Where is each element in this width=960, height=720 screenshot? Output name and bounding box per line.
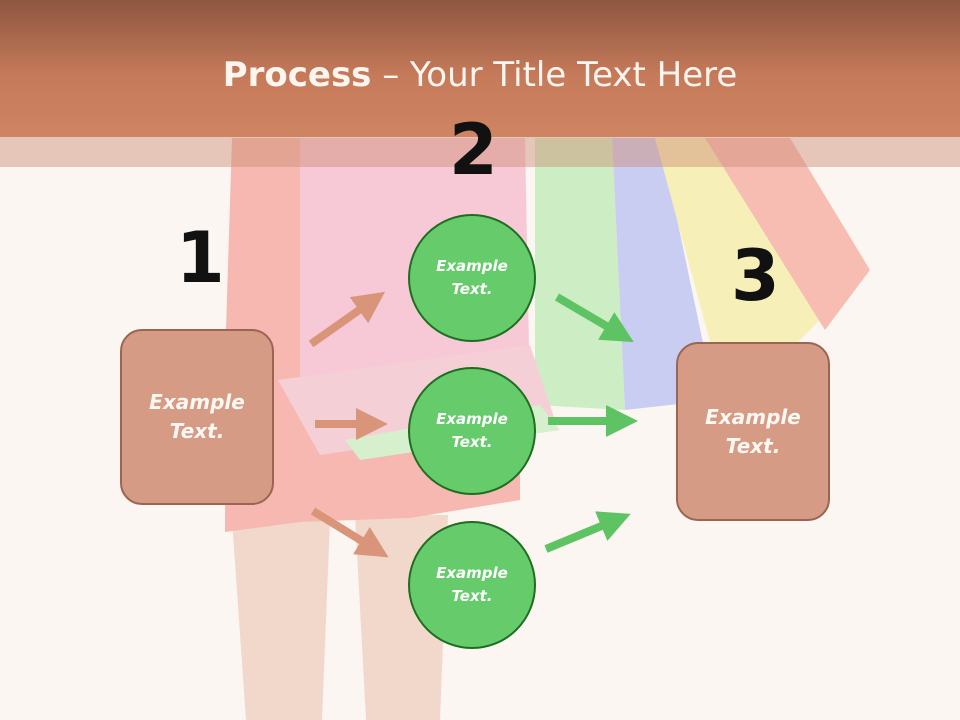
arrow-right-top bbox=[554, 293, 634, 343]
arrow-right-bottom bbox=[544, 511, 631, 553]
title-bold: Process bbox=[222, 55, 372, 95]
arrow-left-top bbox=[308, 291, 386, 348]
left-box: Example Text. bbox=[120, 329, 274, 505]
step-number-1: 1 bbox=[176, 217, 225, 299]
step-number-2: 2 bbox=[449, 109, 498, 191]
circle-middle-label: Example Text. bbox=[436, 410, 508, 451]
circle-top: Example Text. bbox=[408, 214, 536, 342]
right-box: Example Text. bbox=[676, 342, 830, 521]
step-number-3: 3 bbox=[731, 235, 780, 317]
slide-title: Process – Your Title Text Here bbox=[0, 52, 960, 98]
title-rest: – Your Title Text Here bbox=[371, 55, 738, 95]
circle-bottom-label: Example Text. bbox=[436, 564, 508, 605]
circle-top-label: Example Text. bbox=[436, 257, 508, 298]
right-box-label: Example Text. bbox=[705, 404, 801, 458]
title-bar-strip bbox=[0, 137, 960, 167]
circle-middle: Example Text. bbox=[408, 367, 536, 495]
left-box-label: Example Text. bbox=[149, 390, 245, 443]
title-bar bbox=[0, 0, 960, 137]
arrow-left-bottom bbox=[310, 507, 389, 558]
circle-bottom: Example Text. bbox=[408, 521, 536, 649]
